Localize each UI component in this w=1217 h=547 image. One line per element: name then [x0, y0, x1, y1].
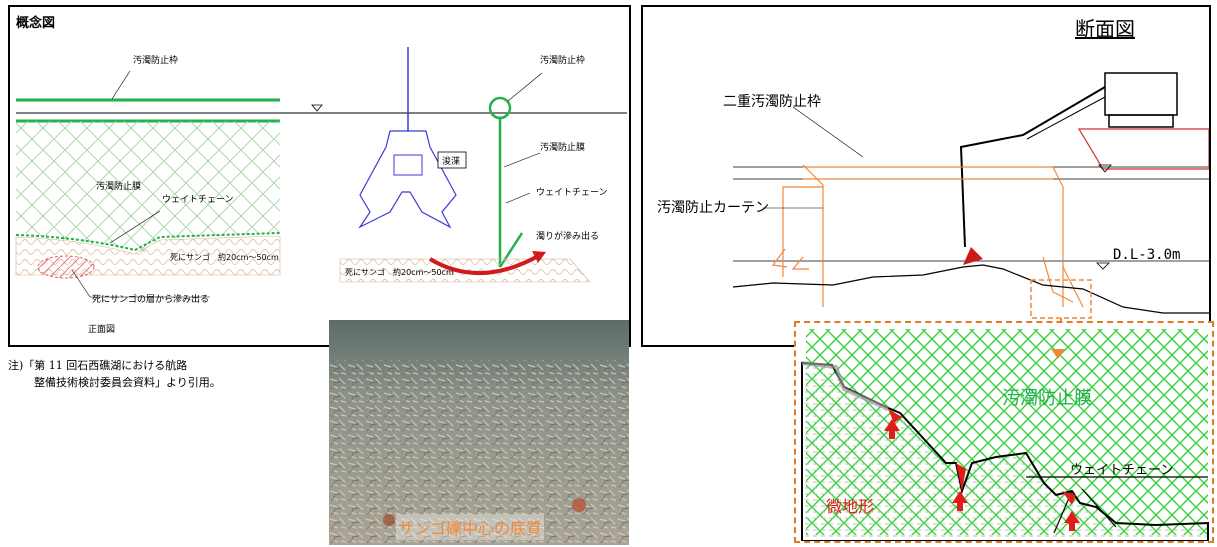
seabed-photo: サンゴ礫中心の底質: [329, 320, 629, 545]
seabed-photo-image: [329, 320, 629, 545]
micro-terrain-label: 微地形: [826, 497, 875, 516]
cross-section-panel: 断面図 二重汚濁防止枠 汚濁防止カーテン D.L-3.0m: [641, 5, 1211, 347]
citation-line-1: 注)「第 11 回石西礁湖における航路: [8, 359, 188, 372]
concept-diagram-panel: 概念図 汚濁防止枠 汚濁防止膜 ウェイトチェーン 死にサンゴ 約20cm～50c…: [8, 5, 631, 347]
citation-line-2: 整備技術検討委員会資料」より引用。: [34, 376, 221, 389]
curtain-label: 汚濁防止カーテン: [657, 200, 769, 216]
concept-diagram-drawing: [15, 47, 627, 298]
seep-label: 死にサンゴの層から滲み出る: [92, 295, 210, 305]
micro-terrain-detail: 汚濁防止膜 ウェイトチェーン 微地形: [794, 321, 1214, 543]
photo-caption: サンゴ礫中心の底質: [396, 514, 545, 540]
section-title: 断面図: [1075, 17, 1135, 41]
front-view-label: 正面図: [88, 325, 116, 335]
dredge-label: 浚渫: [442, 157, 461, 167]
concept-title: 概念図: [16, 16, 56, 31]
membrane-detail-label: 汚濁防止膜: [1002, 388, 1092, 409]
chain-label-left: ウェイトチェーン: [162, 195, 234, 205]
micro-terrain-drawing: [801, 329, 1209, 541]
cross-section-drawing: [732, 72, 1209, 345]
frame-label-right: 汚濁防止枠: [540, 56, 586, 66]
dead-coral-label-right: 死にサンゴ 約20cm～50cm: [345, 268, 454, 277]
citation-note: 注)「第 11 回石西礁湖における航路 整備技術検討委員会資料」より引用。: [8, 357, 221, 391]
dead-coral-label-left: 死にサンゴ 約20cm～50cm: [170, 253, 279, 262]
depth-label: D.L-3.0m: [1113, 247, 1181, 263]
frame-label-left: 汚濁防止枠: [133, 56, 179, 66]
chain-label-right: ウェイトチェーン: [536, 188, 608, 198]
double-frame-label: 二重汚濁防止枠: [723, 94, 821, 110]
membrane-label-right: 汚濁防止膜: [540, 143, 586, 153]
membrane-label-left: 汚濁防止膜: [96, 182, 142, 192]
chain-detail-label: ウェイトチェーン: [1070, 463, 1174, 478]
turbid-seep-label: 濁りが滲み出る: [536, 232, 600, 242]
